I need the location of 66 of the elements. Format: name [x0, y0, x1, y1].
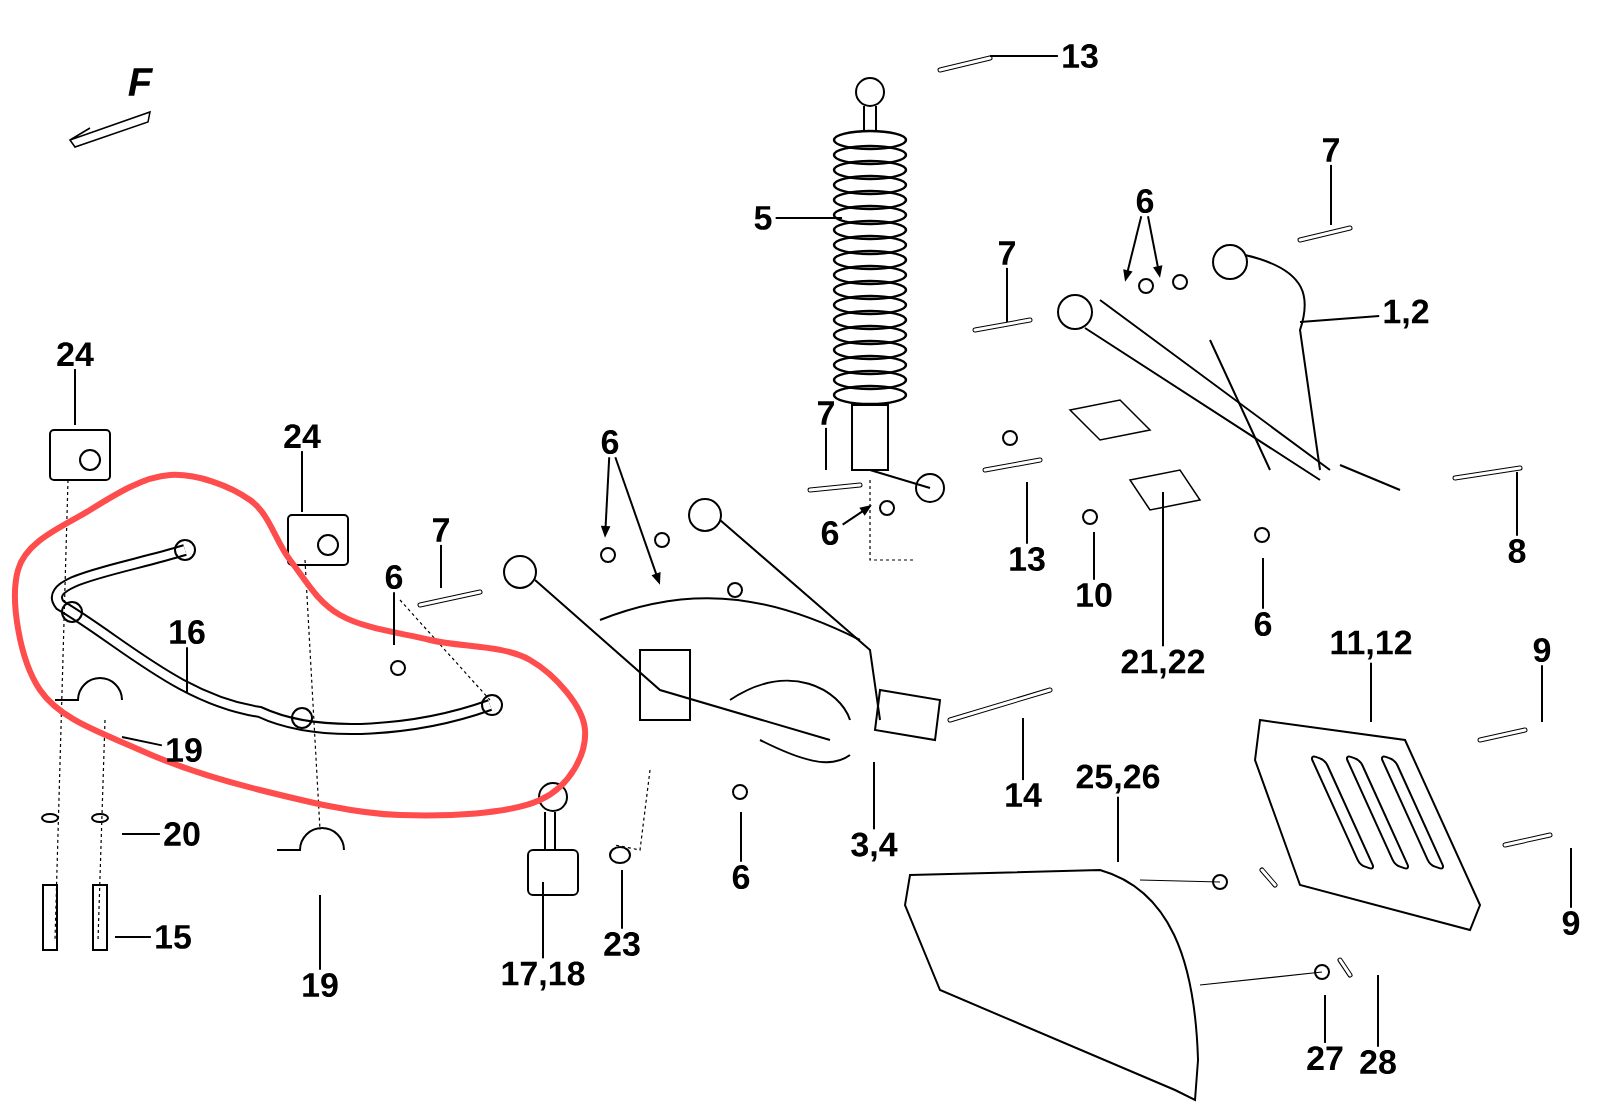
leader-line	[989, 55, 1059, 57]
leader-line	[393, 591, 395, 646]
leader-line	[121, 736, 163, 747]
leader-line	[319, 894, 321, 971]
leader-line	[1570, 847, 1572, 909]
callout-number: 14	[1006, 783, 1042, 807]
leader-line	[1093, 531, 1095, 581]
leader-line	[1370, 661, 1372, 723]
callout-number: 7	[818, 401, 834, 425]
callout-number: 21,22	[1121, 649, 1205, 679]
callout-number: 25,26	[1076, 764, 1160, 794]
leader-line	[1026, 481, 1028, 545]
leader-line	[1262, 557, 1264, 610]
leader-line	[873, 761, 875, 831]
callout-number: 6	[821, 520, 839, 546]
callout-number: 20	[164, 821, 200, 847]
leader-line	[1377, 974, 1379, 1048]
leader-line	[621, 869, 623, 930]
callout-number: 16	[170, 619, 205, 645]
callout-number: 6	[385, 564, 403, 590]
leader-line	[301, 450, 303, 513]
callout-number: 6	[732, 864, 750, 890]
leader-line	[542, 881, 544, 960]
leader-line	[1022, 717, 1024, 782]
leader-line	[774, 217, 843, 219]
callout-number: 28	[1360, 1049, 1396, 1075]
callout-number: 15	[156, 925, 191, 949]
callout-number: 13	[1063, 43, 1098, 69]
callout-number: 3,4	[851, 832, 898, 862]
leader-line	[1162, 491, 1164, 648]
leader-line	[1324, 994, 1326, 1044]
callout-number: 7	[1323, 138, 1339, 162]
callout-number: 8	[1508, 538, 1526, 564]
leader-line	[740, 811, 742, 863]
leader-line	[1541, 664, 1543, 723]
callout-number: 9	[1533, 637, 1551, 663]
callout-number: 1,2	[1384, 299, 1429, 329]
callout-number: 6	[601, 429, 619, 455]
callout-number: 17,18	[502, 961, 585, 991]
leader-line	[1516, 471, 1518, 537]
callout-number: 5	[754, 206, 772, 230]
callout-number: 19	[303, 972, 338, 998]
leader-line	[1006, 266, 1008, 323]
callout-number: 6	[1254, 611, 1272, 637]
leader-line	[74, 368, 76, 426]
callout-number: 24	[284, 424, 321, 448]
leader-line	[121, 833, 161, 835]
callout-number: 7	[433, 518, 449, 542]
callout-number: 19	[167, 737, 202, 763]
callout-number: 6	[1136, 188, 1154, 214]
callout-number: 9	[1562, 910, 1580, 936]
leader-line	[1330, 163, 1332, 226]
leader-line	[440, 543, 442, 589]
direction-letter: F	[128, 68, 154, 96]
leader-line	[114, 936, 152, 938]
callout-number: 10	[1077, 582, 1112, 608]
leader-line	[1117, 795, 1119, 863]
callout-number: 23	[604, 931, 640, 957]
callout-number: 27	[1307, 1046, 1343, 1070]
leader-line	[825, 426, 827, 471]
leader-line	[1299, 315, 1381, 323]
callout-number: 11,12	[1331, 630, 1412, 660]
callout-number: 24	[57, 342, 94, 366]
callout-number: 7	[999, 241, 1015, 265]
callout-number: 13	[1010, 546, 1045, 572]
leader-line	[186, 646, 188, 693]
